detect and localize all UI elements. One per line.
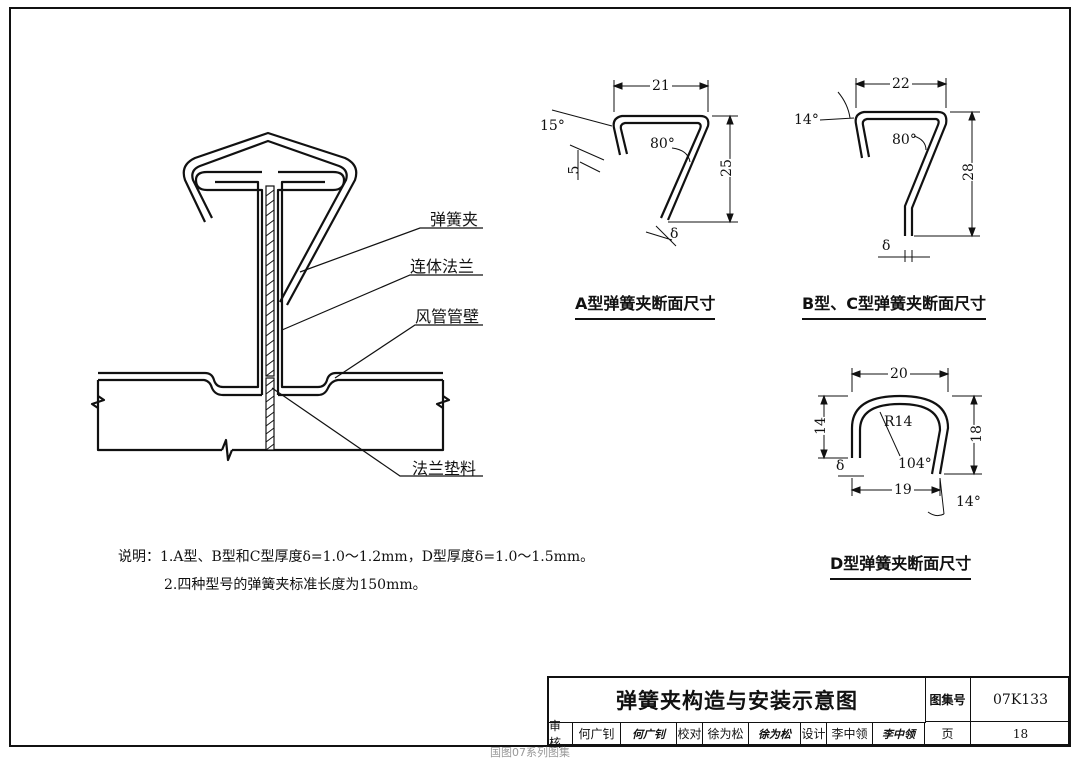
duct-body-outline xyxy=(96,380,445,452)
designer-name: 李中领 xyxy=(827,722,873,746)
flange-inner-left xyxy=(215,180,260,374)
spring-clip xyxy=(182,131,358,306)
atlas-number: 07K133 xyxy=(971,678,1070,722)
section-d-width-top: 20 xyxy=(888,366,910,382)
note-line-2: 2.四种型号的弹簧夹标准长度为150mm。 xyxy=(164,577,427,593)
label-integral-flange: 连体法兰 xyxy=(410,257,475,276)
page-label: 页 xyxy=(925,722,971,746)
section-d-height-left: 14 xyxy=(812,417,829,435)
section-a-angle-top: 15° xyxy=(540,118,565,134)
section-bc-dimensions xyxy=(819,78,980,262)
section-d-width-bottom: 19 xyxy=(892,482,914,498)
duct-wall-top xyxy=(98,371,443,389)
break-bottom xyxy=(220,438,234,462)
section-bc-height: 28 xyxy=(960,163,977,181)
break-right xyxy=(435,395,451,409)
assembly-drawing xyxy=(90,131,451,462)
section-d-dimensions xyxy=(818,368,982,517)
checker-signature: 徐为松 xyxy=(749,722,801,746)
section-a-caption: A型弹簧夹断面尺寸 xyxy=(575,290,716,320)
flange-inner-right xyxy=(280,180,325,374)
section-bc-angle-inner: 80° xyxy=(892,132,917,148)
label-flange-gasket: 法兰垫料 xyxy=(412,459,477,478)
review-label: 审核 xyxy=(549,719,573,750)
label-spring-clip: 弹簧夹 xyxy=(430,210,479,229)
section-a-thickness: δ xyxy=(670,226,679,242)
flange-left xyxy=(194,170,264,395)
title-block: 弹簧夹构造与安装示意图 图集号 07K133 审核 何广钊 何广钊 校对 徐为松… xyxy=(547,676,1070,750)
section-d-caption: D型弹簧夹断面尺寸 xyxy=(830,550,972,580)
section-bc-drawing xyxy=(854,110,948,236)
section-d-thickness: δ xyxy=(836,458,845,474)
section-a-lip: 5 xyxy=(566,165,583,175)
leader-lines xyxy=(271,227,483,477)
section-d-angle-bottom: 14° xyxy=(956,494,981,510)
atlas-label: 图集号 xyxy=(925,678,971,722)
sheet-border xyxy=(9,7,1071,747)
section-d-drawing xyxy=(850,394,950,475)
reviewer-signature: 何广钊 xyxy=(621,722,677,746)
checker-name: 徐为松 xyxy=(703,722,749,746)
section-bc-caption: B型、C型弹簧夹断面尺寸 xyxy=(802,290,986,320)
footer-watermark: 国图07系列图集 xyxy=(490,746,570,759)
check-label: 校对 xyxy=(677,722,703,746)
reviewer-name: 何广钊 xyxy=(573,722,621,746)
section-d-angle-inner: 104° xyxy=(898,456,932,472)
designer-signature: 李中领 xyxy=(873,722,925,746)
page-number: 18 xyxy=(971,722,1070,746)
spring-clip-inner xyxy=(191,139,348,303)
design-label: 设计 xyxy=(801,722,827,746)
break-left xyxy=(90,395,106,409)
section-a-width: 21 xyxy=(650,78,672,94)
label-duct-wall: 风管管壁 xyxy=(415,307,480,326)
section-a-dimensions xyxy=(551,80,738,247)
section-bc-angle-top: 14° xyxy=(794,112,819,128)
duct-wall-lower xyxy=(98,378,443,397)
section-d-radius: R14 xyxy=(884,414,913,430)
section-d-height-right: 18 xyxy=(968,425,985,443)
section-a-angle-inner: 80° xyxy=(650,136,675,152)
note-line-1: 说明：1.A型、B型和C型厚度δ=1.0～1.2mm，D型厚度δ=1.0～1.5… xyxy=(118,549,595,565)
section-bc-width: 22 xyxy=(890,76,912,92)
drawing-title: 弹簧夹构造与安装示意图 xyxy=(549,678,926,723)
section-bc-thickness: δ xyxy=(882,238,891,254)
flange-gasket-hatch xyxy=(265,185,275,451)
section-a-drawing xyxy=(612,114,710,221)
flange-right xyxy=(276,170,346,395)
section-a-height: 25 xyxy=(718,159,735,177)
